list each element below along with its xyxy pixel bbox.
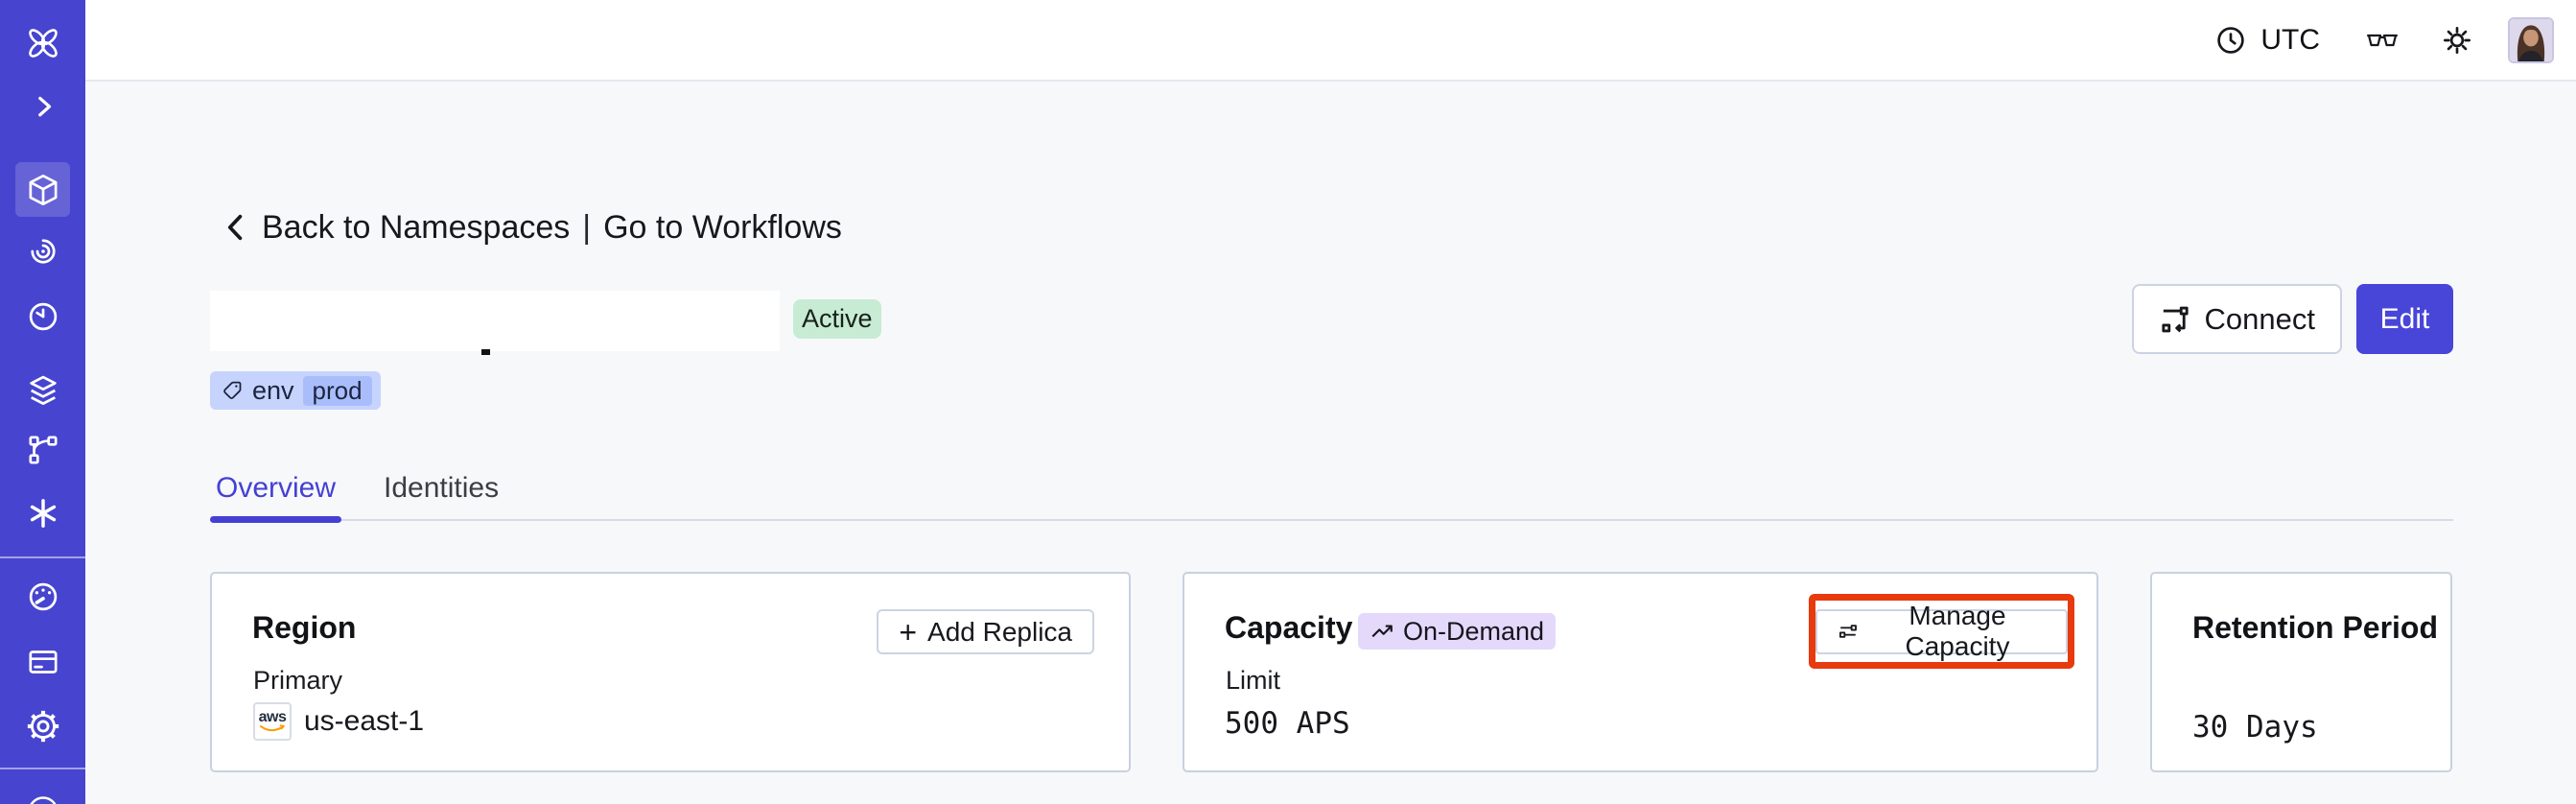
add-replica-button[interactable]: + Add Replica <box>877 609 1094 654</box>
retention-card-title: Retention Period <box>2192 610 2439 645</box>
glasses-icon <box>2367 34 2398 46</box>
plus-icon: + <box>899 614 918 650</box>
labs-toggle[interactable] <box>2366 29 2399 52</box>
env-tag: env prod <box>210 371 381 410</box>
gear-icon <box>27 710 59 743</box>
add-replica-label: Add Replica <box>927 616 1072 647</box>
limit-value: 500 APS <box>1225 706 1350 741</box>
sidebar-item-usage[interactable] <box>0 579 85 614</box>
topbar: UTC <box>85 0 2576 82</box>
timezone-label: UTC <box>2260 23 2320 56</box>
tab-overview[interactable]: Overview <box>210 459 342 523</box>
sidebar-item-timer[interactable] <box>0 299 85 334</box>
billing-card-icon <box>28 650 58 674</box>
layers-icon <box>29 375 57 405</box>
status-badge: Active <box>793 299 881 339</box>
breadcrumb-separator: | <box>582 208 592 246</box>
avatar[interactable] <box>2508 16 2554 63</box>
region-value: us-east-1 <box>304 705 425 737</box>
tab-identities[interactable]: Identities <box>384 472 500 504</box>
sun-icon <box>2444 26 2471 54</box>
sidebar-item-spiral[interactable] <box>0 234 85 269</box>
sidebar-divider <box>0 556 85 558</box>
spiral-icon <box>30 239 56 264</box>
edit-button[interactable]: Edit <box>2356 284 2453 354</box>
on-demand-label: On-Demand <box>1403 616 1545 646</box>
aws-logo-text: aws <box>258 708 287 725</box>
tag-value: prod <box>302 375 372 406</box>
aws-logo: aws <box>253 702 292 741</box>
timer-icon <box>29 302 57 331</box>
title-character-remnant <box>481 349 490 355</box>
go-to-workflows-link[interactable]: Go to Workflows <box>603 208 842 246</box>
sidebar <box>0 0 85 804</box>
tabs: Overview Identities <box>210 459 2453 523</box>
tag-icon <box>223 381 242 399</box>
sidebar-item-branch[interactable] <box>0 433 85 467</box>
on-demand-badge: On-Demand <box>1358 613 1557 650</box>
manage-capacity-button[interactable]: Manage Capacity <box>1815 601 2068 661</box>
region-card-title: Region <box>252 610 357 645</box>
gauge-icon <box>29 582 57 611</box>
capacity-card-title: Capacity <box>1225 610 1353 645</box>
aws-smile-icon <box>260 723 285 731</box>
timezone-selector[interactable]: UTC <box>2215 24 2320 57</box>
chevron-left-icon[interactable] <box>222 211 250 244</box>
manage-capacity-label: Manage Capacity <box>1905 601 2010 661</box>
region-value-row: aws us-east-1 <box>253 702 424 741</box>
asterisk-icon <box>30 499 56 528</box>
retention-card: Retention Period 30 Days <box>2150 572 2452 772</box>
connect-flow-icon <box>2161 306 2189 332</box>
sidebar-item-asterisk[interactable] <box>0 496 85 531</box>
cube-icon <box>29 174 57 205</box>
retention-value: 30 Days <box>2192 710 2318 745</box>
connect-label: Connect <box>2204 301 2315 336</box>
back-to-namespaces-link[interactable]: Back to Namespaces <box>262 208 571 246</box>
theme-toggle[interactable] <box>2442 25 2472 56</box>
annotation-highlight-box: Manage Capacity <box>1809 594 2074 669</box>
namespace-title-redacted <box>210 291 780 355</box>
chevron-right-icon[interactable] <box>0 93 85 118</box>
main-content: Back to Namespaces | Go to Workflows Act… <box>85 83 2576 804</box>
primary-label: Primary <box>253 666 342 695</box>
region-card: Region + Add Replica Primary aws us-east… <box>210 572 1131 772</box>
temporal-logo-icon[interactable] <box>0 22 85 64</box>
limit-label: Limit <box>1226 666 1281 695</box>
connect-button[interactable]: Connect <box>2131 284 2342 354</box>
sidebar-item-namespaces[interactable] <box>15 162 70 217</box>
sidebar-divider <box>0 768 85 769</box>
sliders-icon <box>1839 625 1857 638</box>
namespace-header: Active Connect Edit <box>210 284 2453 355</box>
breadcrumb: Back to Namespaces | Go to Workflows <box>210 206 2453 248</box>
tags-row: env prod <box>210 371 2453 410</box>
tag-key: env <box>252 375 294 405</box>
capacity-card: Capacity On-Demand Manage Capacity Limit… <box>1183 572 2098 772</box>
branch-icon <box>28 436 58 464</box>
globe-partial-icon[interactable] <box>0 792 85 804</box>
trending-up-icon <box>1371 625 1393 638</box>
cards-row: Region + Add Replica Primary aws us-east… <box>210 572 2453 772</box>
sidebar-item-settings[interactable] <box>0 708 85 745</box>
clock-icon <box>2217 26 2245 54</box>
sidebar-item-layers[interactable] <box>0 372 85 409</box>
sidebar-item-billing[interactable] <box>0 645 85 679</box>
